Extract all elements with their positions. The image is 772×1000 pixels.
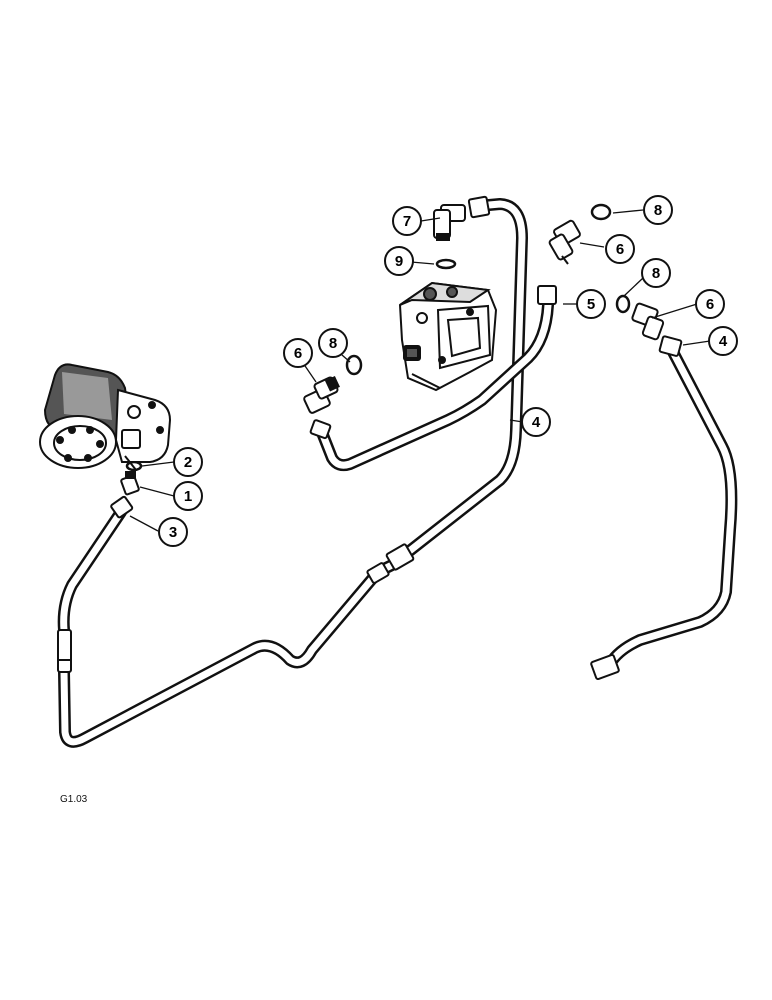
callout-3: 3 — [158, 517, 188, 547]
svg-text:8: 8 — [652, 265, 660, 282]
callouts: 1 2 3 4 4 5 6 6 — [158, 195, 738, 547]
nut-pipe-5-top — [537, 285, 557, 305]
svg-text:3: 3 — [169, 524, 177, 541]
pump-assembly — [39, 363, 172, 471]
nut-pipe-4-right-top — [658, 335, 683, 357]
callout-6-top: 6 — [605, 234, 635, 264]
washer-9 — [435, 258, 457, 270]
junction-nut-a — [366, 562, 390, 584]
figure-code: G1.03 — [60, 794, 88, 805]
svg-text:6: 6 — [616, 241, 624, 258]
svg-text:6: 6 — [294, 345, 302, 362]
leader-lines — [129, 209, 711, 532]
svg-text:5: 5 — [587, 296, 595, 313]
washer-8-left — [345, 354, 363, 376]
callout-8-top: 8 — [643, 195, 673, 225]
svg-text:2: 2 — [184, 454, 192, 471]
splice-left — [57, 629, 72, 673]
nut-pipe-5-low — [309, 419, 332, 440]
washer-8-mid — [615, 294, 631, 314]
callout-1: 1 — [173, 481, 203, 511]
svg-text:4: 4 — [532, 414, 541, 431]
pipe-4-middle — [392, 198, 528, 566]
pipe-5 — [315, 299, 554, 472]
callout-6-left: 6 — [283, 338, 313, 368]
washers — [125, 203, 631, 472]
nut-pipe-3-top — [110, 495, 134, 519]
callout-6-right: 6 — [695, 289, 725, 319]
callout-9: 9 — [384, 246, 414, 276]
callout-4-right: 4 — [708, 326, 738, 356]
callout-2: 2 — [173, 447, 203, 477]
adapter-fitting-1 — [120, 471, 140, 496]
svg-text:1: 1 — [184, 488, 192, 505]
callout-4-center: 4 — [521, 407, 551, 437]
svg-text:8: 8 — [329, 335, 337, 352]
svg-text:9: 9 — [395, 253, 403, 270]
svg-text:7: 7 — [403, 213, 411, 230]
control-valve-body — [398, 281, 498, 392]
nut-pipe-4-right-bottom — [590, 654, 620, 680]
svg-text:6: 6 — [706, 296, 714, 313]
callout-8-mid: 8 — [641, 258, 671, 288]
pipe-3 — [57, 506, 127, 636]
nut-pipe-4-top — [467, 195, 491, 219]
junction-nut-b — [385, 543, 415, 571]
pipe-4-right — [604, 344, 738, 670]
elbow-fittings — [120, 204, 665, 496]
fittings — [57, 195, 683, 680]
callout-8-left: 8 — [318, 328, 348, 358]
elbow-fitting-6-right — [631, 302, 665, 341]
elbow-fitting-6-left — [303, 376, 340, 414]
elbow-fitting-6-top — [548, 219, 581, 265]
callout-5: 5 — [576, 289, 606, 319]
callout-7: 7 — [392, 206, 422, 236]
svg-text:4: 4 — [719, 333, 728, 350]
pipe-4-lower — [58, 556, 404, 748]
pipes — [57, 198, 738, 748]
elbow-fitting-7 — [433, 204, 466, 241]
washer-8-top — [590, 203, 612, 221]
svg-text:8: 8 — [654, 202, 662, 219]
